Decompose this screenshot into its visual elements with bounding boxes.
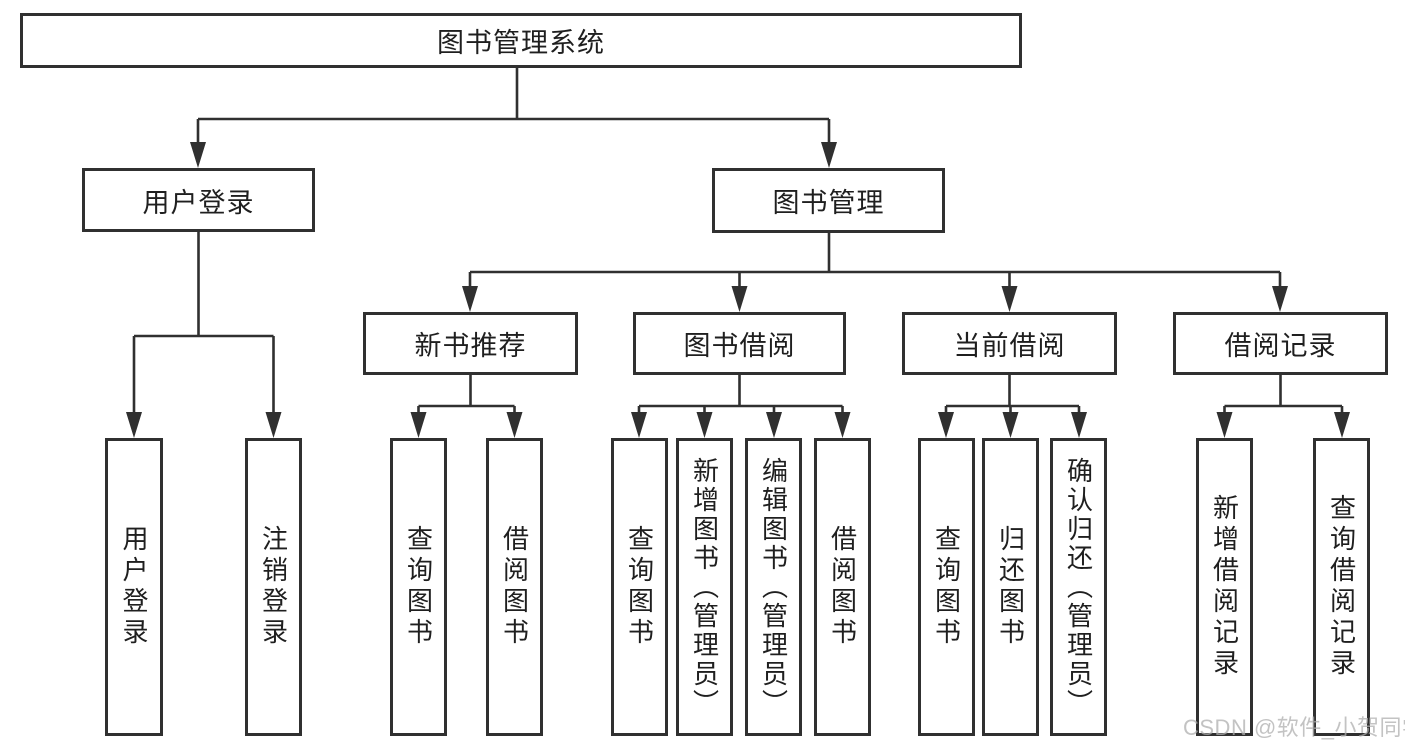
node-user-login: 用户登录 <box>82 168 315 232</box>
node-new-book-rec: 新书推荐 <box>363 312 578 375</box>
leaf-cb-confirm-return-admin-label: 确认归还（管理员） <box>1063 456 1094 718</box>
leaf-cb-confirm-return-admin: 确认归还（管理员） <box>1050 438 1107 736</box>
connector-book-borrow-children <box>631 375 851 438</box>
leaf-user-login-label: 用户登录 <box>119 525 149 649</box>
node-borrow-record-label: 借阅记录 <box>1224 331 1337 361</box>
leaf-user-login: 用户登录 <box>105 438 163 736</box>
leaf-nbr-query-books: 查询图书 <box>390 438 447 736</box>
leaf-br-add-record-label: 新增借阅记录 <box>1209 494 1240 680</box>
connector-new-book-rec-children <box>410 375 523 438</box>
leaf-logout: 注销登录 <box>245 438 302 736</box>
leaf-bb-edit-books-admin: 编辑图书（管理员） <box>745 438 802 736</box>
leaf-bb-borrow-books-label: 借阅图书 <box>827 525 858 649</box>
leaf-bb-query-books: 查询图书 <box>611 438 668 736</box>
leaf-cb-query-books: 查询图书 <box>918 438 975 736</box>
node-book-mgmt: 图书管理 <box>712 168 945 233</box>
node-borrow-record: 借阅记录 <box>1173 312 1388 375</box>
node-current-borrow-label: 当前借阅 <box>953 331 1066 361</box>
connector-borrow-record-children <box>1216 375 1350 438</box>
node-root: 图书管理系统 <box>20 13 1022 68</box>
leaf-cb-query-books-label: 查询图书 <box>931 525 962 649</box>
leaf-nbr-borrow-books: 借阅图书 <box>486 438 543 736</box>
leaf-cb-return-books: 归还图书 <box>982 438 1039 736</box>
node-new-book-rec-label: 新书推荐 <box>414 331 527 361</box>
leaf-br-add-record: 新增借阅记录 <box>1196 438 1253 736</box>
leaf-br-query-record: 查询借阅记录 <box>1313 438 1370 736</box>
leaf-bb-add-books-admin-label: 新增图书（管理员） <box>689 456 720 718</box>
connector-current-borrow-children <box>938 375 1087 438</box>
node-user-login-label: 用户登录 <box>142 187 255 218</box>
leaf-br-query-record-label: 查询借阅记录 <box>1326 494 1357 680</box>
leaf-logout-label: 注销登录 <box>258 525 289 649</box>
leaf-cb-return-books-label: 归还图书 <box>995 525 1026 649</box>
leaf-bb-edit-books-admin-label: 编辑图书（管理员） <box>758 456 789 718</box>
node-root-label: 图书管理系统 <box>437 28 605 58</box>
node-book-borrow: 图书借阅 <box>633 312 846 375</box>
node-book-mgmt-label: 图书管理 <box>772 188 885 218</box>
connector-root-to-level2 <box>190 68 837 168</box>
leaf-bb-query-books-label: 查询图书 <box>624 525 655 649</box>
node-book-borrow-label: 图书借阅 <box>683 331 796 361</box>
node-current-borrow: 当前借阅 <box>902 312 1117 375</box>
csdn-watermark: CSDN @软件_小贺同学 <box>1183 715 1405 740</box>
connector-book-mgmt-children <box>462 233 1288 312</box>
leaf-bb-add-books-admin: 新增图书（管理员） <box>676 438 733 736</box>
connector-user-login-children <box>126 232 282 438</box>
leaf-nbr-query-books-label: 查询图书 <box>403 525 434 649</box>
leaf-nbr-borrow-books-label: 借阅图书 <box>499 525 530 649</box>
leaf-bb-borrow-books: 借阅图书 <box>814 438 871 736</box>
